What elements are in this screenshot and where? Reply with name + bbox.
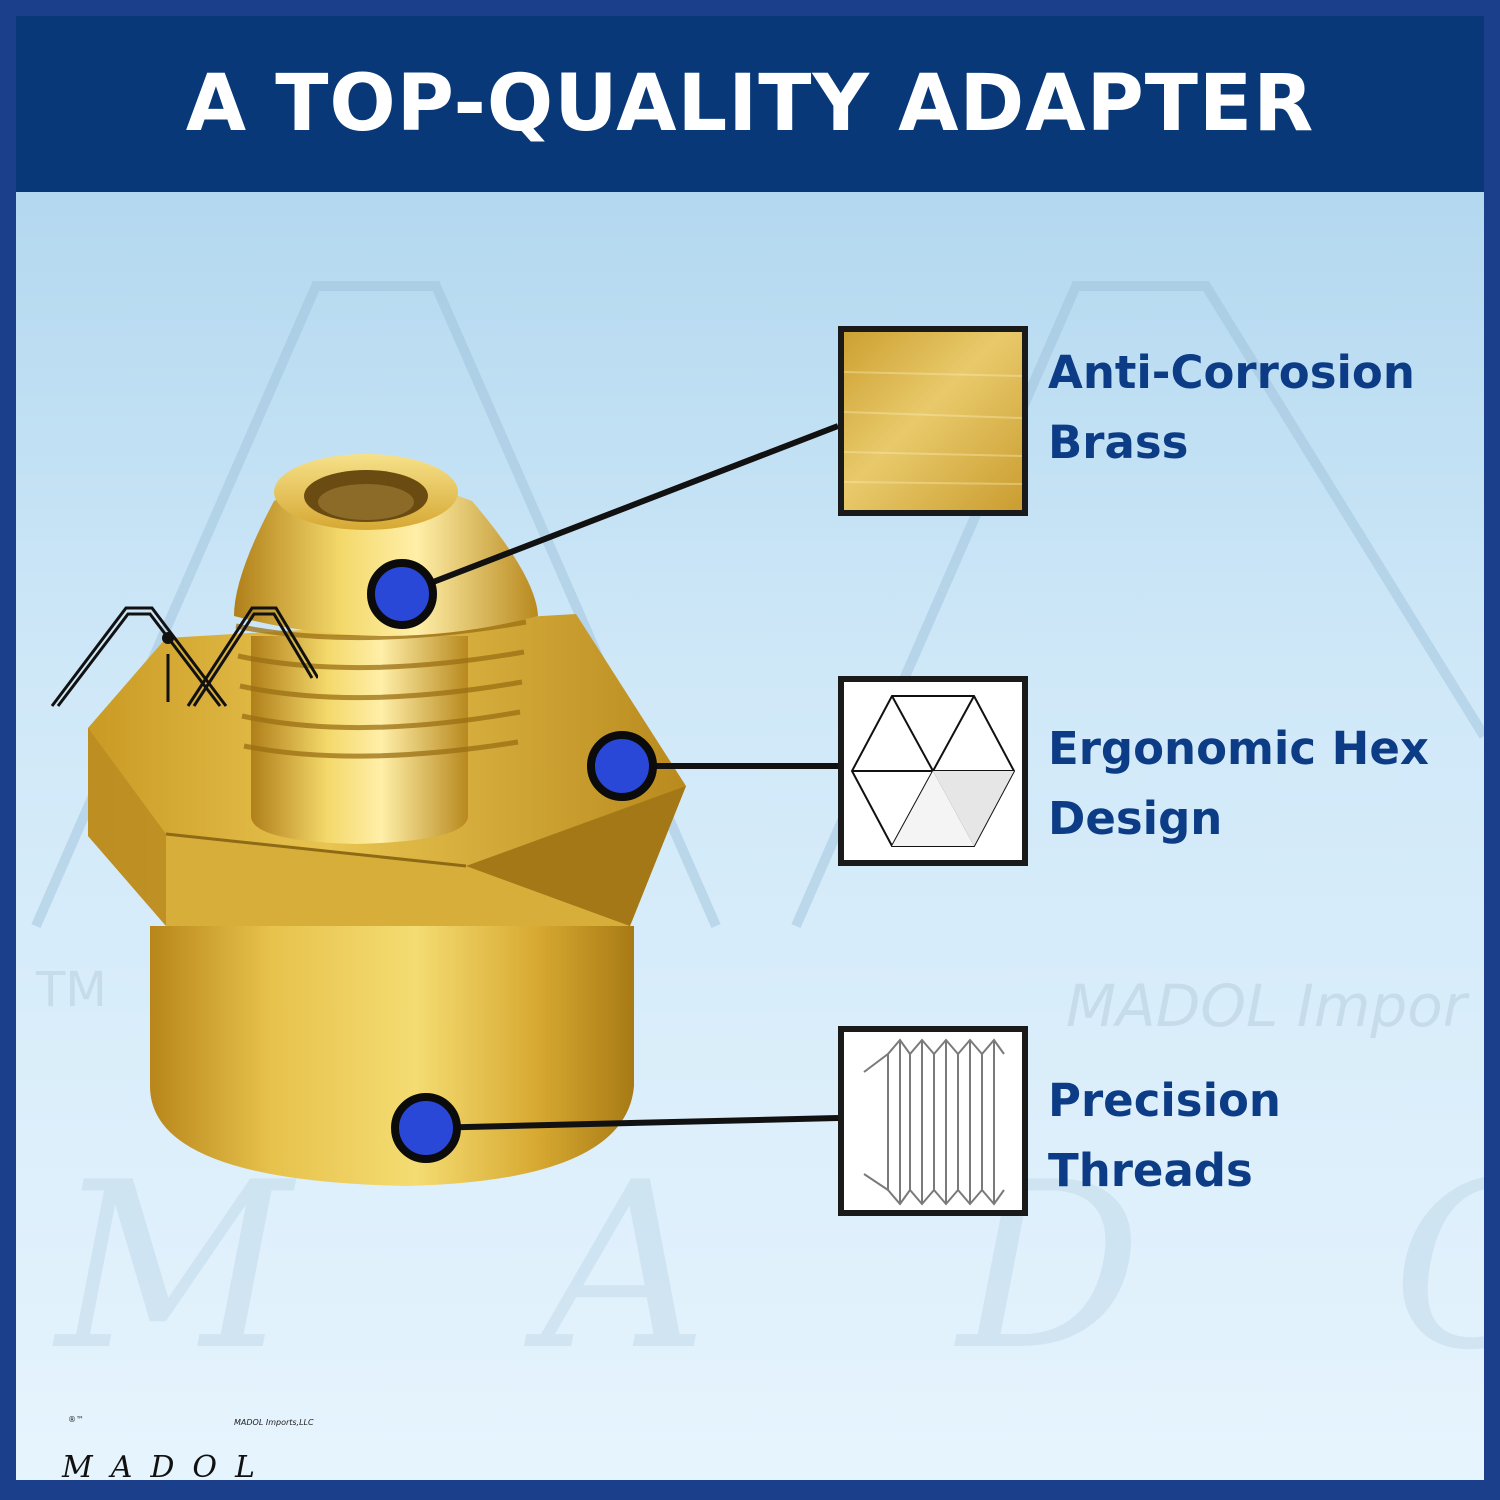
watermark: MADOL Impor TM MADOL [31,281,1484,1401]
watermark-text: MADOL Impor [1066,972,1470,1040]
callout-line-threads [425,1115,839,1131]
feature-brass-line2: Brass [1048,416,1189,469]
callout-dots [367,559,657,1163]
watermark-letters: MADOL [52,1134,1484,1401]
feature-threads-line2: Threads [1048,1144,1253,1197]
feature-brass-line1: Anti-Corrosion [1048,346,1415,399]
brass-texture-icon [838,326,1028,516]
hexagon-icon [838,676,1028,866]
watermark-tm: TM [35,962,107,1018]
feature-hex-label: Ergonomic Hex Design [1048,714,1478,854]
threads-icon [838,1026,1028,1216]
adapter-threads [235,619,527,759]
madol-logo [50,606,318,707]
logo-trademark: ®™ [68,1415,84,1424]
product-illustration [88,423,840,1186]
adapter-flare [234,454,538,636]
adapter-neck [251,636,468,844]
feature-hex-line2: Design [1048,792,1223,845]
callout-line-brass [400,423,840,597]
feature-threads-label: Precision Threads [1048,1066,1478,1206]
callout-dot-brass [367,559,437,629]
callout-dot-threads [391,1093,461,1163]
callout-lines [400,423,840,1131]
adapter-lower-body [150,926,634,1186]
header-banner: A TOP-QUALITY ADAPTER [16,16,1484,192]
logo-name: MADOL [62,1450,273,1480]
feature-threads-line1: Precision [1048,1074,1281,1127]
watermark-peak-left [31,281,721,929]
page-title: A TOP-QUALITY ADAPTER [185,59,1315,149]
page-frame: MADOL Impor TM MADOL A TOP-QUALITY ADAPT… [16,16,1484,1480]
watermark-peak-right [791,281,1484,929]
feature-hex-line1: Ergonomic Hex [1048,722,1429,775]
feature-brass-label: Anti-Corrosion Brass [1048,338,1478,478]
logo-company: MADOL Imports,LLC [234,1418,314,1427]
callout-dot-hex [587,731,657,801]
